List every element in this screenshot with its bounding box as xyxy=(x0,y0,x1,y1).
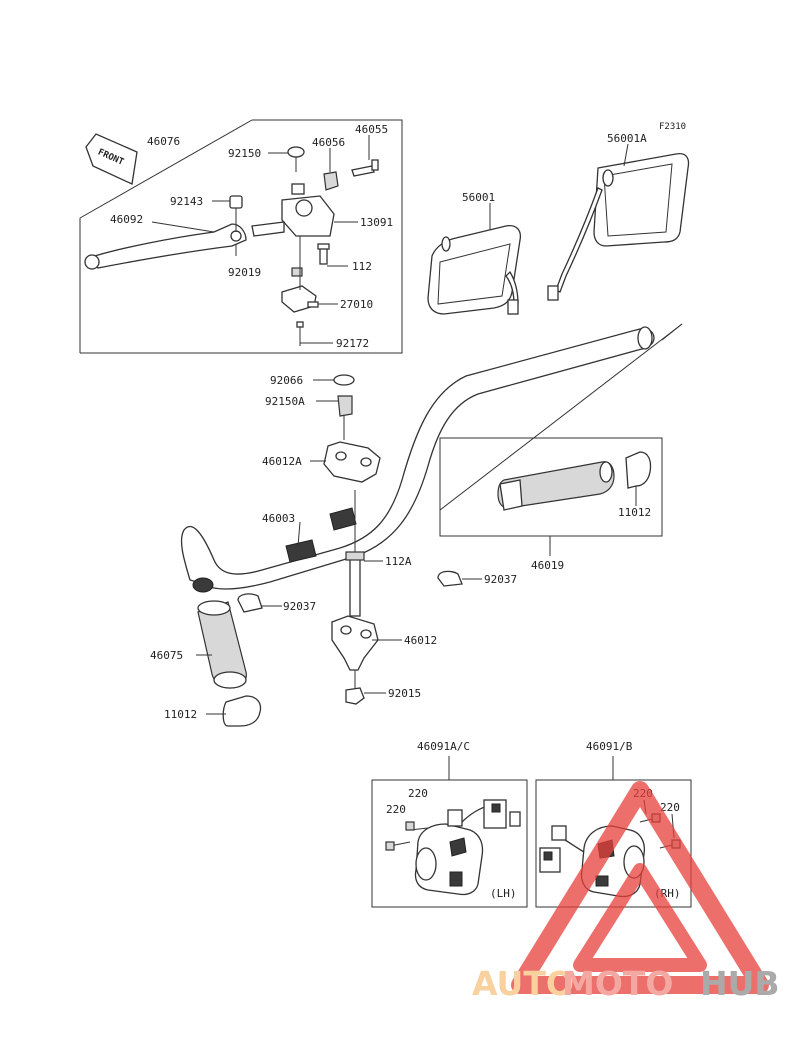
label-side-LH: (LH) xyxy=(490,887,517,900)
watermark-moto: MOTO xyxy=(562,964,673,1003)
label-46003: 46003 xyxy=(262,512,295,525)
label-92037-right: 92037 xyxy=(484,573,517,586)
mirror-56001A xyxy=(547,152,690,301)
label-46091B: 46091/B xyxy=(586,740,633,753)
label-92150: 92150 xyxy=(228,147,261,160)
center-leaders xyxy=(196,379,551,715)
label-11012-left: 11012 xyxy=(164,708,197,721)
end-cap-11012-right xyxy=(625,451,652,489)
lever-assembly-frame xyxy=(79,119,403,354)
holder-lower-46012 xyxy=(331,615,379,671)
boot-46056 xyxy=(323,171,339,191)
label-56001: 56001 xyxy=(462,191,495,204)
label-220-l1: 220 xyxy=(408,787,428,800)
bushing-92143 xyxy=(229,195,243,232)
label-112: 112 xyxy=(352,260,372,273)
pin-92150 xyxy=(287,146,305,172)
label-92019: 92019 xyxy=(228,266,261,279)
label-46012A: 46012A xyxy=(262,455,302,468)
label-27010: 27010 xyxy=(340,298,373,311)
mirror-leaders xyxy=(489,143,629,230)
clamp-92037-right xyxy=(437,570,463,587)
part-labels: 46076 92150 46056 46055 92143 46092 1309… xyxy=(110,123,681,900)
label-220-l2: 220 xyxy=(386,803,406,816)
label-92015: 92015 xyxy=(388,687,421,700)
nut-92015 xyxy=(345,670,365,705)
grip-46075 xyxy=(197,600,247,689)
handlebar-46003 xyxy=(180,326,655,593)
label-46055: 46055 xyxy=(355,123,388,136)
end-cap-11012-left xyxy=(222,695,262,727)
front-arrow-icon: FRONT xyxy=(85,133,138,185)
label-46076: 46076 xyxy=(147,135,180,148)
label-46075: 46075 xyxy=(150,649,183,662)
lever-holder-13091 xyxy=(251,183,335,237)
label-11012-right: 11012 xyxy=(618,506,651,519)
throttle-grip-46019 xyxy=(497,461,615,511)
label-56001A: 56001A xyxy=(607,132,647,145)
label-92066: 92066 xyxy=(270,374,303,387)
watermark-logo: AUTO MOTO HUB xyxy=(472,781,780,1003)
watermark-triangle-icon xyxy=(511,781,769,994)
label-46056: 46056 xyxy=(312,136,345,149)
watermark-hub: HUB xyxy=(700,964,780,1003)
lever-box-leaders xyxy=(151,135,370,344)
clamp-92037-left xyxy=(237,593,263,613)
switch-box-left xyxy=(371,756,528,908)
label-46091AC: 46091A/C xyxy=(417,740,470,753)
screw-92172 xyxy=(296,321,304,346)
label-92150A: 92150A xyxy=(265,395,305,408)
label-92037-left: 92037 xyxy=(283,600,316,613)
label-46012: 46012 xyxy=(404,634,437,647)
label-220-r2: 220 xyxy=(660,801,680,814)
bolt-112 xyxy=(317,243,330,265)
switch-housing-LH xyxy=(385,799,521,896)
label-13091: 13091 xyxy=(360,216,393,229)
bolt-112A xyxy=(345,490,365,617)
label-92172: 92172 xyxy=(336,337,369,350)
washer-92066 xyxy=(333,374,355,386)
lever-46092 xyxy=(84,223,247,270)
label-92143: 92143 xyxy=(170,195,203,208)
mirror-56001 xyxy=(427,224,522,315)
watermark-auto: AUTO xyxy=(472,964,574,1003)
label-46019: 46019 xyxy=(531,559,564,572)
label-112A: 112A xyxy=(385,555,412,568)
nut-small xyxy=(291,267,303,277)
figure-code: F2310 xyxy=(659,122,686,132)
screw-46055 xyxy=(351,159,379,177)
throttle-grip-box xyxy=(439,323,683,537)
holder-upper-46012A xyxy=(323,416,381,483)
label-46092: 46092 xyxy=(110,213,143,226)
bolt-92150A xyxy=(337,395,353,417)
